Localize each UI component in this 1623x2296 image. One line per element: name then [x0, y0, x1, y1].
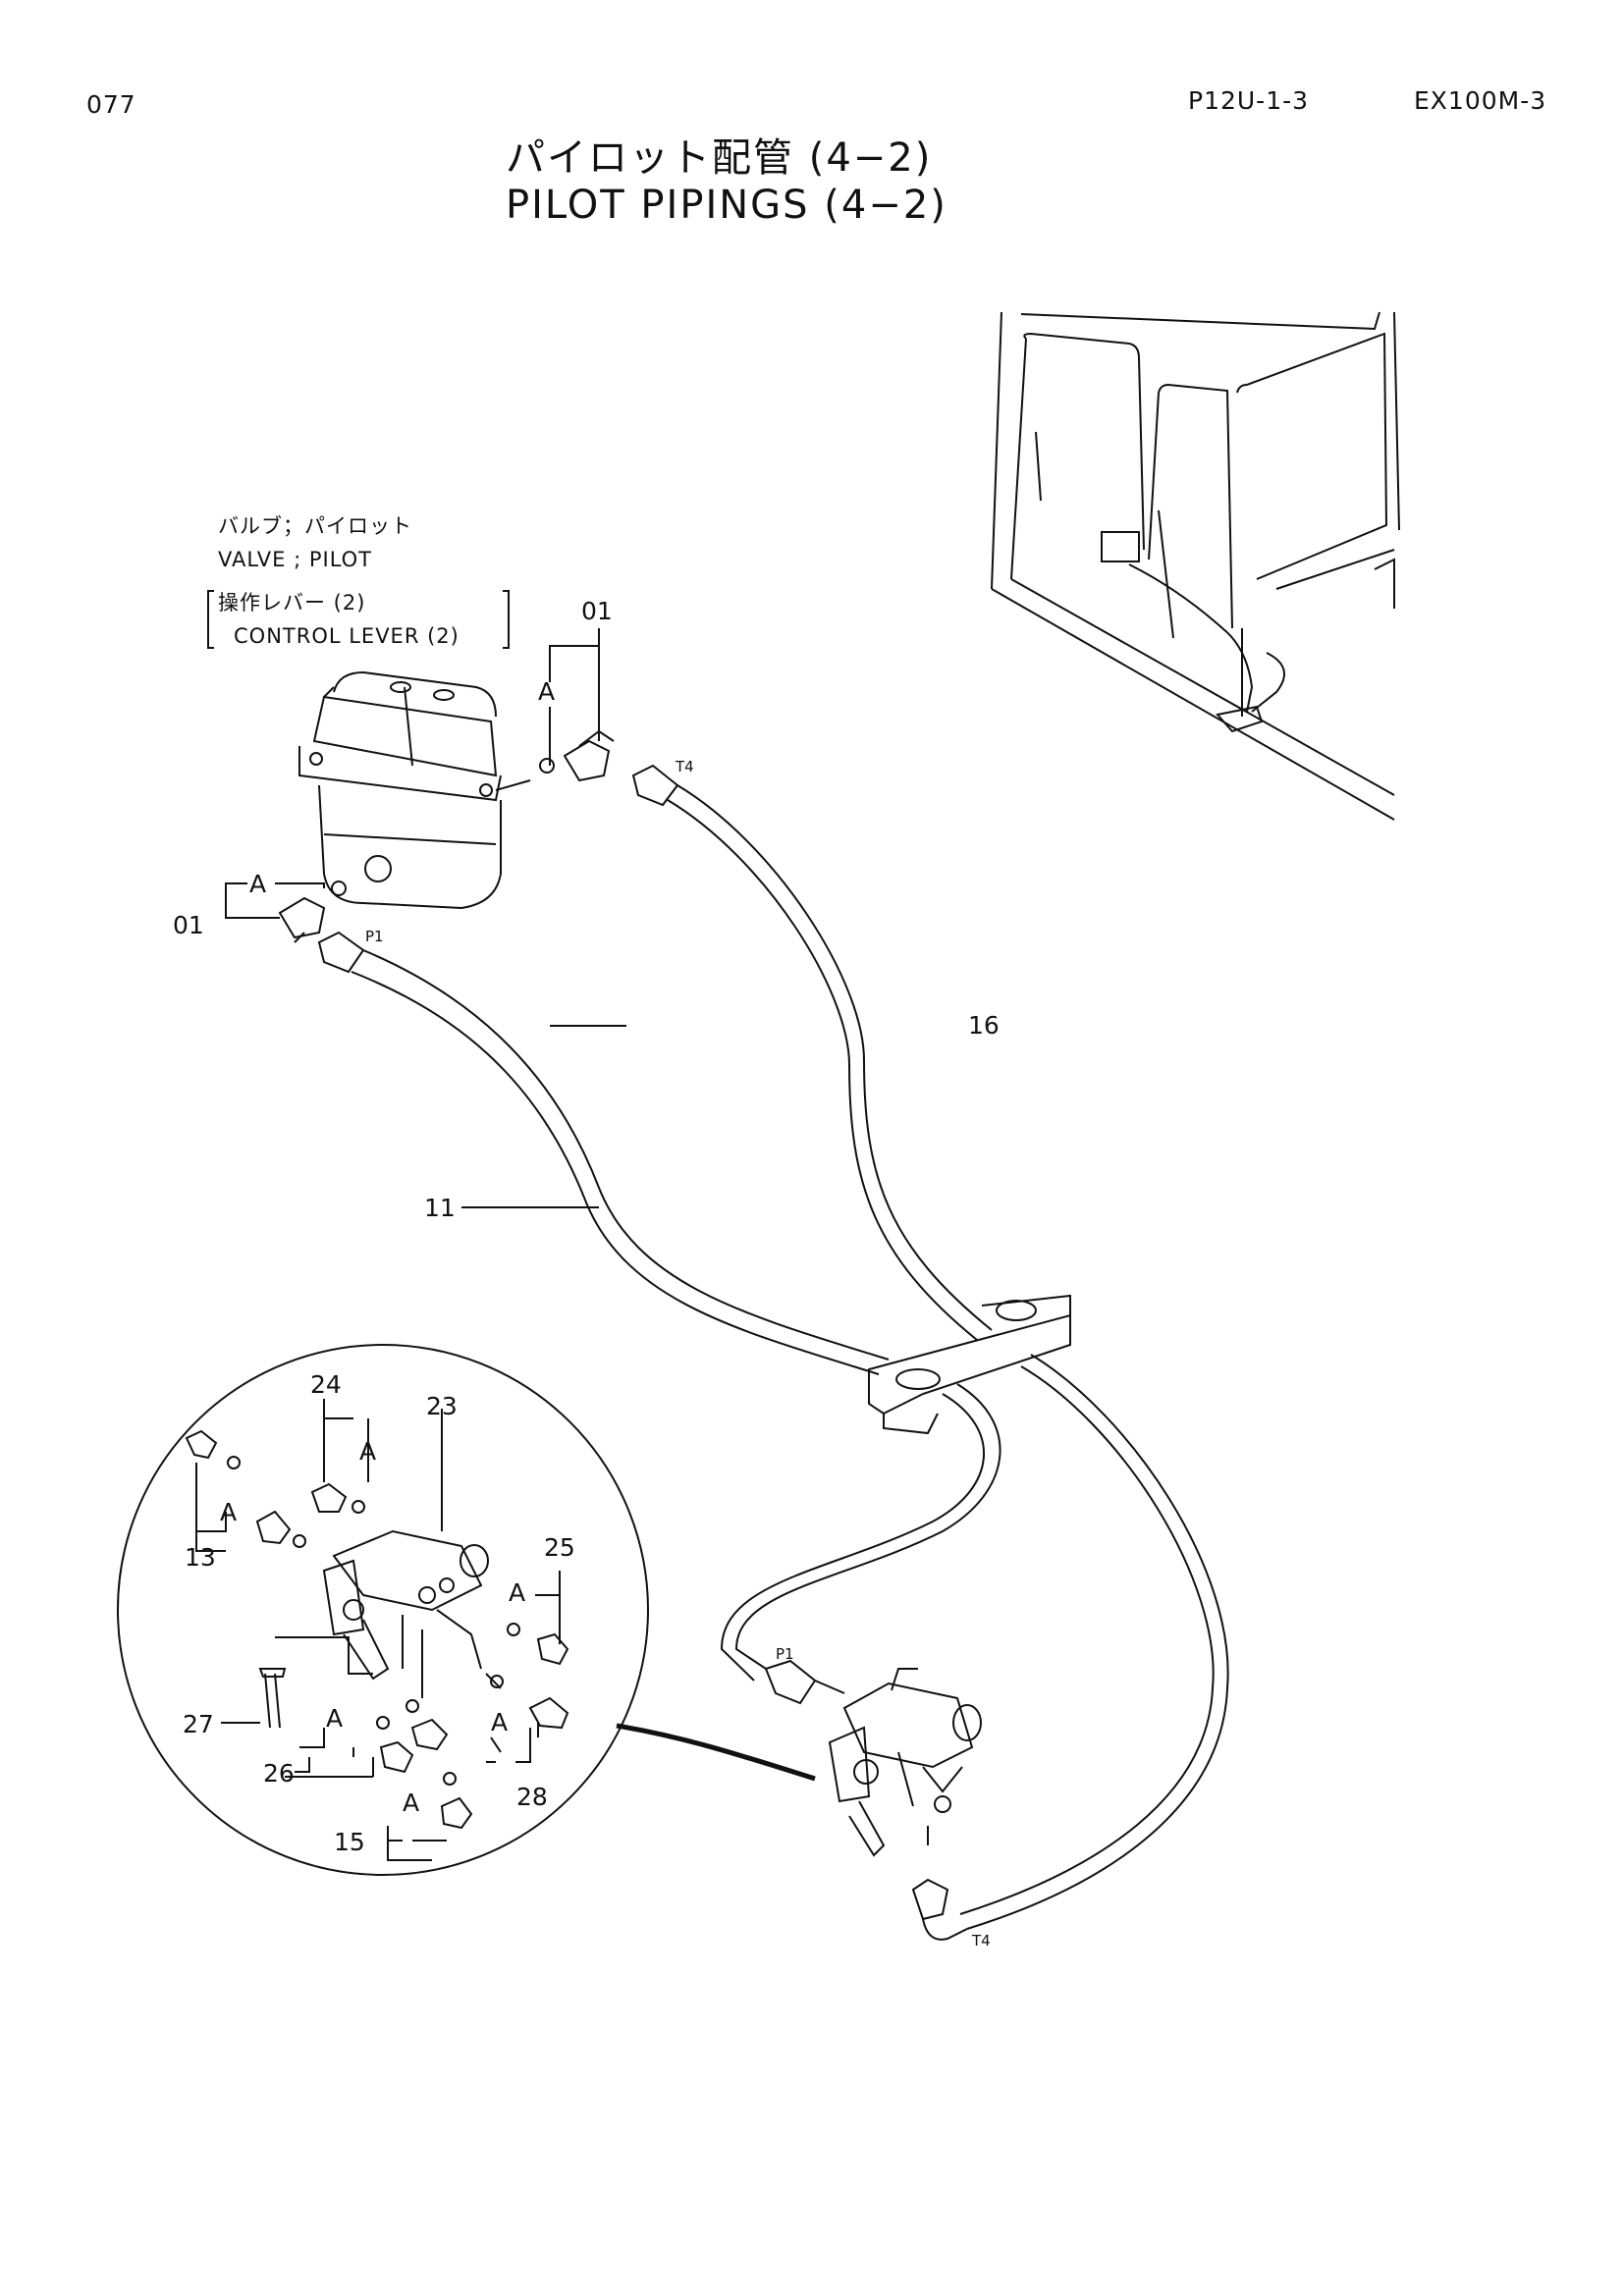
callout-27: 27	[183, 1710, 214, 1738]
detail-fittings	[185, 1429, 569, 1830]
hose-11	[317, 931, 1001, 1682]
group-mark-a-28: A	[491, 1708, 509, 1736]
title-english: PILOT PIPINGS (4−2)	[506, 183, 947, 228]
group-mark-a-25: A	[509, 1578, 526, 1607]
detail-screw-leader	[275, 1636, 373, 1675]
callout-28-leader	[486, 1728, 531, 1763]
component-sublabel-en: CONTROL LEVER (2)	[234, 624, 460, 648]
callout-24-leader	[323, 1399, 369, 1482]
elbow-fitting-top	[539, 729, 615, 782]
callout-13: 13	[185, 1543, 216, 1572]
callout-26-bracket	[285, 1757, 374, 1778]
port-label-t4-bottom: T4	[972, 1932, 991, 1949]
title-japanese: パイロット配管 (4−2)	[506, 135, 933, 181]
callout-25: 25	[544, 1533, 575, 1562]
callout-28: 28	[516, 1783, 548, 1811]
component-label-en: VALVE ; PILOT	[218, 548, 373, 571]
group-mark-a-top: A	[538, 677, 556, 706]
port-label-p1-top: P1	[365, 928, 384, 945]
cab-illustration	[991, 311, 1400, 821]
label-bracket-left	[207, 590, 214, 649]
callout-25-leader	[535, 1571, 561, 1644]
elbow-fitting-left	[278, 881, 347, 943]
callout-15-leader	[387, 1826, 447, 1861]
callout-15: 15	[334, 1828, 365, 1856]
port-label-t4-top: T4	[676, 758, 694, 775]
group-mark-a-26: A	[326, 1704, 344, 1733]
group-mark-a-15: A	[403, 1789, 420, 1817]
detail-pointer	[616, 1723, 816, 1782]
label-bracket-right	[503, 590, 510, 649]
callout-16: 16	[968, 1011, 1000, 1040]
port-label-p1-bottom: P1	[776, 1645, 794, 1663]
group-mark-a-left: A	[249, 870, 267, 898]
clamp-plate	[868, 1294, 1071, 1435]
model-code: EX100M-3	[1414, 86, 1547, 115]
section-code: P12U-1-3	[1188, 86, 1310, 115]
hose-16	[631, 764, 1229, 1930]
callout-11: 11	[424, 1194, 456, 1222]
callout-01-left: 01	[173, 911, 204, 939]
callout-24: 24	[310, 1370, 342, 1399]
callout-01-top-leader	[549, 628, 600, 766]
group-mark-a-13: A	[220, 1498, 238, 1526]
component-sublabel-jp: 操作レバー (2)	[218, 591, 366, 614]
callout-01-left-leader	[225, 882, 325, 919]
callout-26-leader	[295, 1728, 325, 1773]
callout-26: 26	[263, 1759, 295, 1788]
group-mark-a-24: A	[359, 1437, 377, 1466]
callout-01-top: 01	[581, 597, 613, 625]
detail-valve-body	[322, 1529, 489, 1681]
callout-28-marks	[485, 1673, 502, 1753]
detail-circle	[117, 1344, 649, 1876]
valve-assembly-main	[764, 1659, 982, 1941]
component-label-jp: バルブ；パイロット	[218, 514, 412, 538]
page-number: 077	[86, 90, 136, 119]
callout-13-leader	[195, 1463, 227, 1552]
pilot-valve-body	[298, 670, 531, 910]
callout-23: 23	[426, 1392, 458, 1420]
